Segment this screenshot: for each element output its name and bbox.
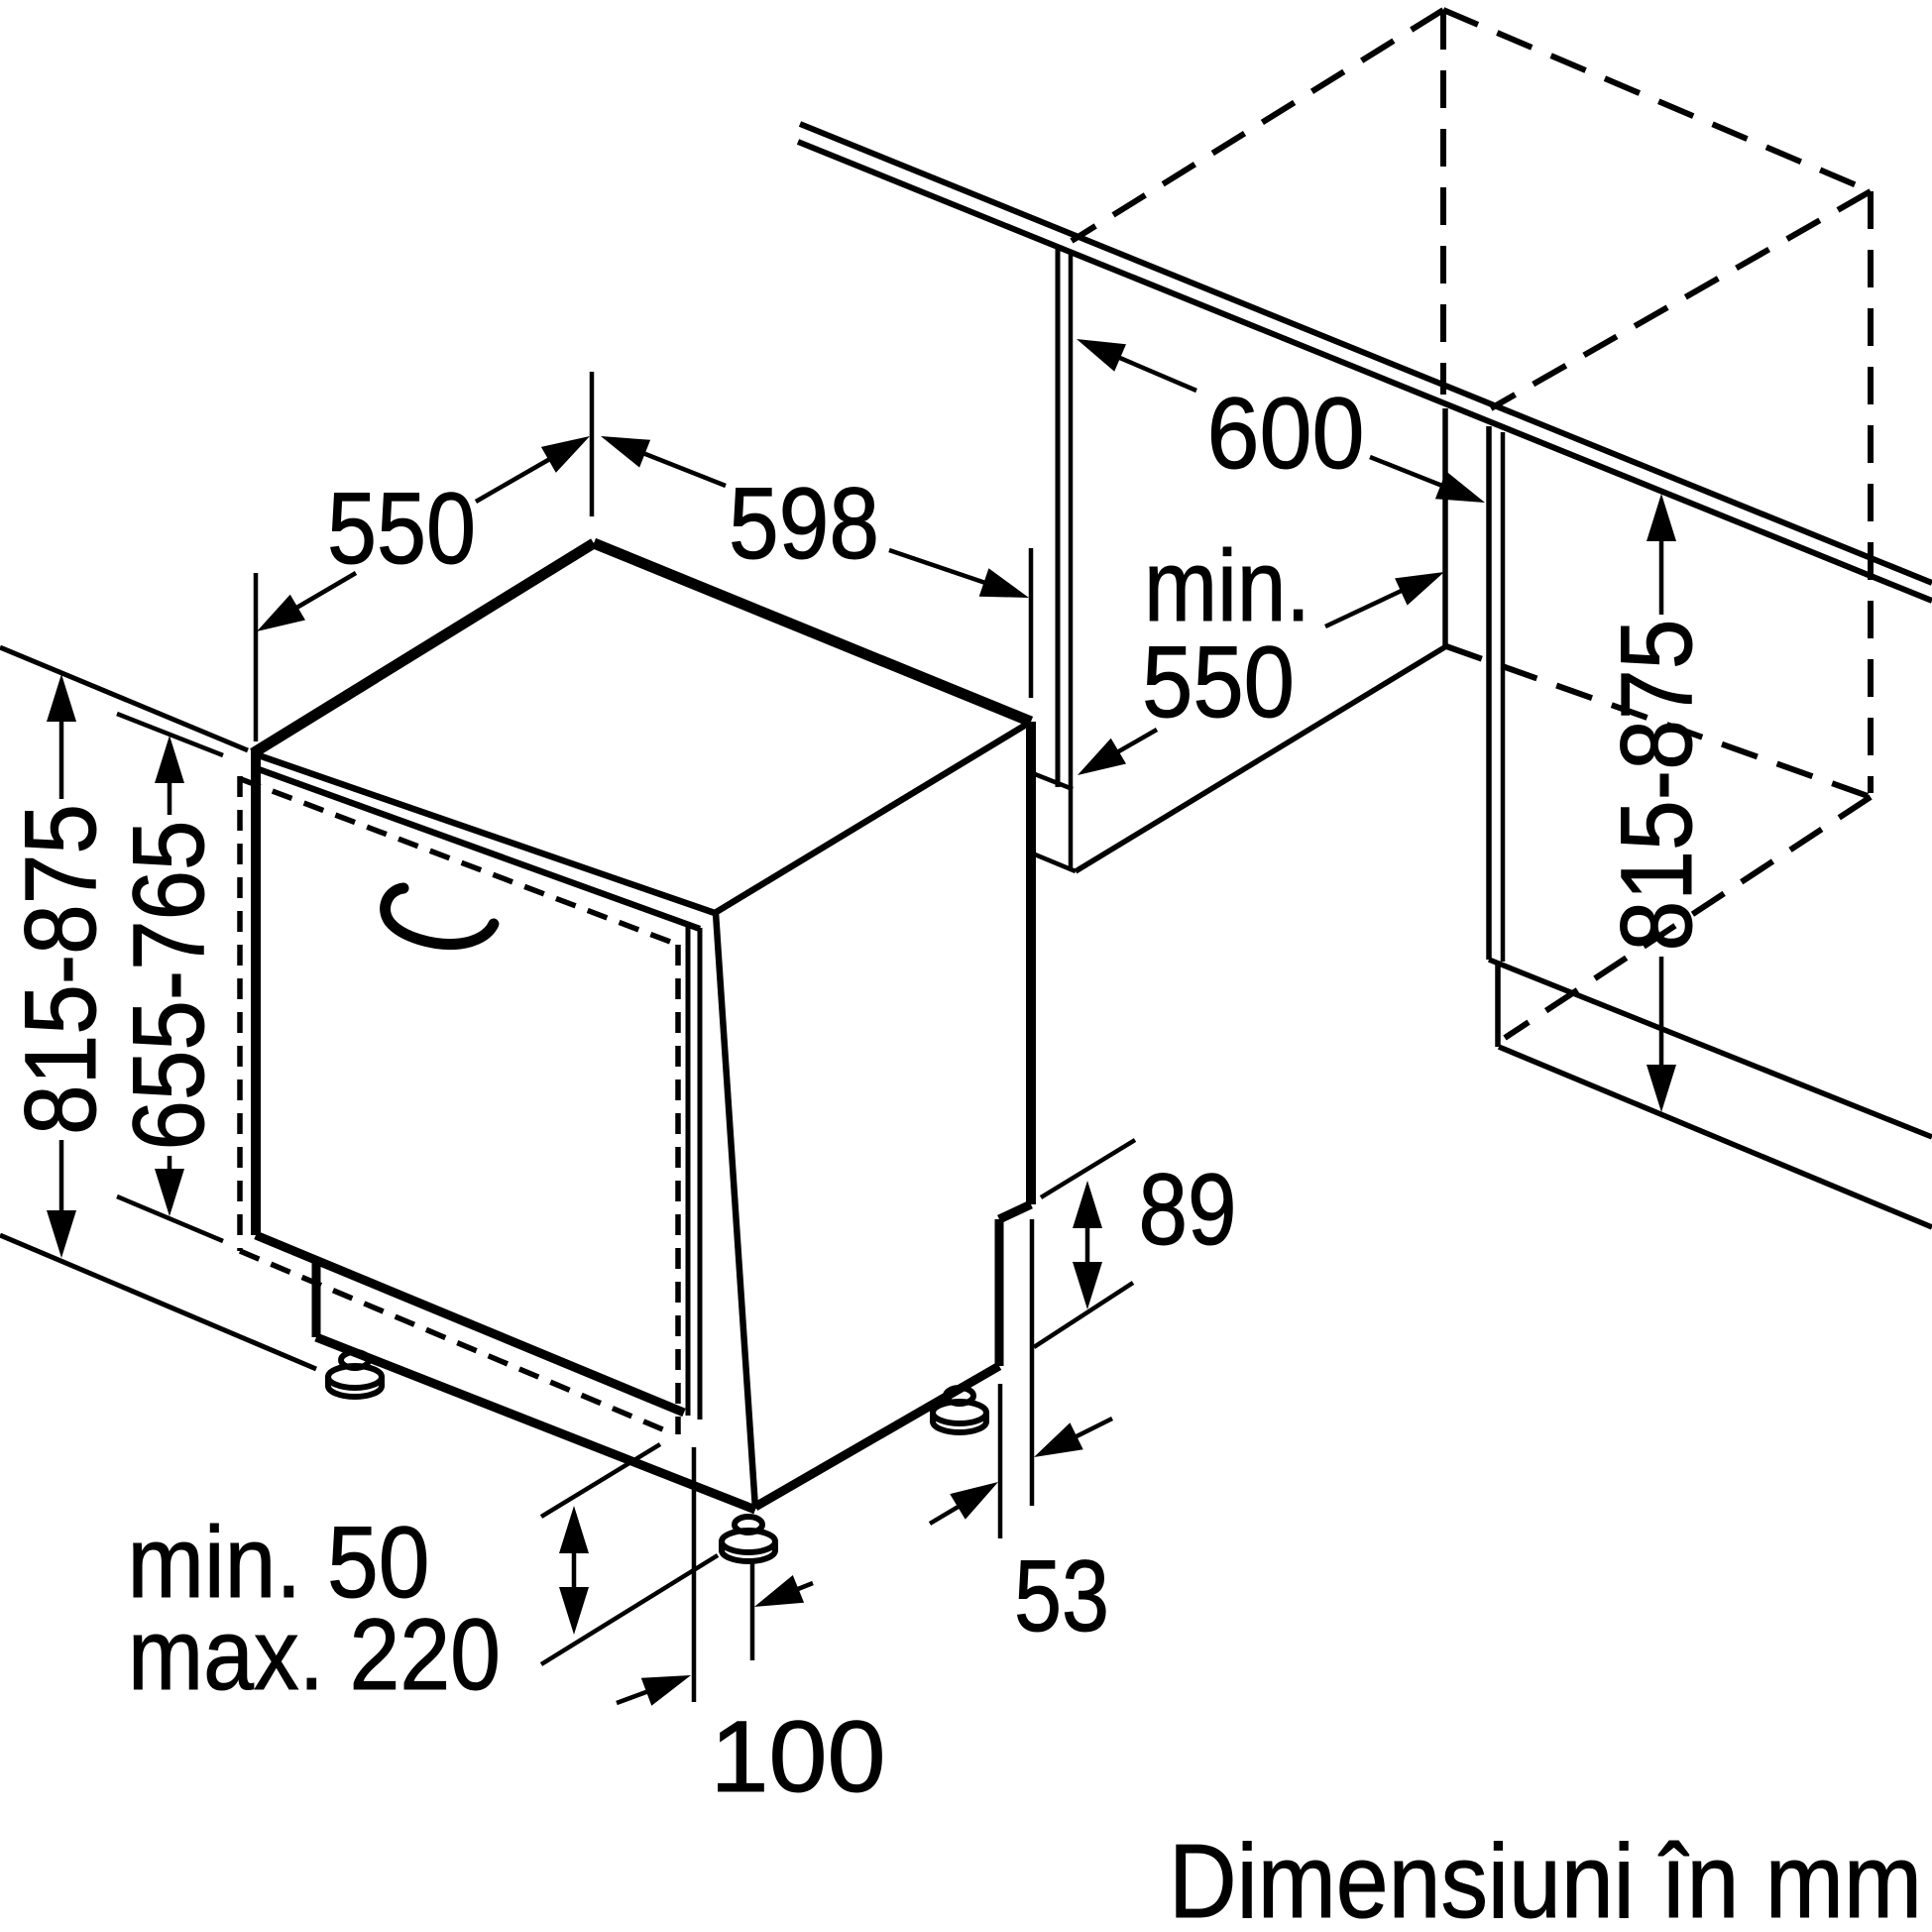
svg-text:815-875: 815-875 — [1600, 620, 1713, 952]
svg-text:550: 550 — [327, 472, 476, 585]
svg-text:600: 600 — [1207, 377, 1365, 490]
svg-text:min. 50: min. 50 — [128, 1506, 430, 1619]
svg-text:max. 220: max. 220 — [128, 1598, 501, 1711]
svg-text:100: 100 — [711, 1700, 886, 1813]
svg-text:815-875: 815-875 — [4, 804, 117, 1135]
svg-text:655-765: 655-765 — [112, 821, 225, 1151]
svg-text:598: 598 — [729, 467, 879, 580]
svg-text:Dimensiuni în mm: Dimensiuni în mm — [1169, 1823, 1922, 1932]
svg-text:550: 550 — [1142, 625, 1295, 739]
svg-text:53: 53 — [1014, 1539, 1109, 1652]
svg-text:min.: min. — [1144, 529, 1310, 642]
svg-text:89: 89 — [1139, 1153, 1237, 1266]
